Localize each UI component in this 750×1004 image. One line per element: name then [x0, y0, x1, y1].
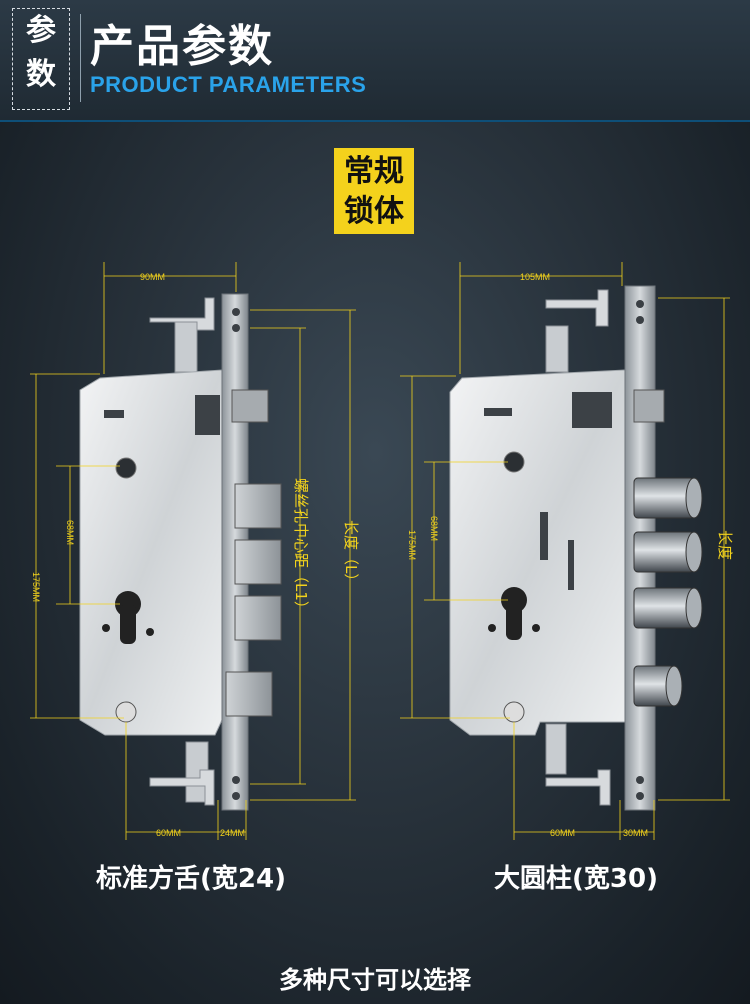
- section-badge: 参 数: [12, 8, 70, 110]
- right-bottom-label: 60MM: [550, 828, 575, 838]
- right-spacing-label: 68MM: [429, 516, 439, 541]
- header-divider: [80, 14, 81, 102]
- left-lock-caption: 标准方舌(宽24): [96, 864, 286, 894]
- badge-char-2: 数: [26, 57, 56, 92]
- left-bottom-label: 60MM: [156, 828, 181, 838]
- left-spacing-label: 68MM: [65, 520, 75, 545]
- footer-text: 多种尺寸可以选择: [279, 966, 471, 994]
- header-bar: 参 数 产品参数 PRODUCT PARAMETERS: [0, 0, 750, 122]
- lock-type-line1: 常规: [344, 154, 404, 189]
- right-width-label: 105MM: [520, 272, 550, 282]
- left-lock-diagram: 90MM 175MM 68MM 60MM 24MM 螺丝孔中心距（L1） 长度（…: [30, 262, 360, 840]
- left-faceplate-label: 24MM: [220, 828, 245, 838]
- right-lock-diagram: 105MM 175MM 68MM 60MM 30MM 长度: [400, 262, 734, 840]
- left-length-label: 长度（L）: [342, 520, 360, 588]
- right-length-label: 长度: [716, 530, 734, 560]
- left-width-label: 90MM: [140, 272, 165, 282]
- right-lock-caption: 大圆柱(宽30): [494, 864, 658, 894]
- right-faceplate-label: 30MM: [623, 828, 648, 838]
- left-screw-spacing-label: 螺丝孔中心距（L1）: [292, 478, 310, 616]
- page-subtitle: PRODUCT PARAMETERS: [90, 72, 367, 97]
- lock-type-line2: 锁体: [344, 194, 404, 229]
- lock-type-badge: 常规 锁体: [334, 148, 414, 234]
- badge-char-1: 参: [26, 13, 56, 48]
- left-height-label: 175MM: [31, 572, 41, 602]
- page-title: 产品参数: [90, 21, 274, 72]
- right-height-label: 175MM: [407, 530, 417, 560]
